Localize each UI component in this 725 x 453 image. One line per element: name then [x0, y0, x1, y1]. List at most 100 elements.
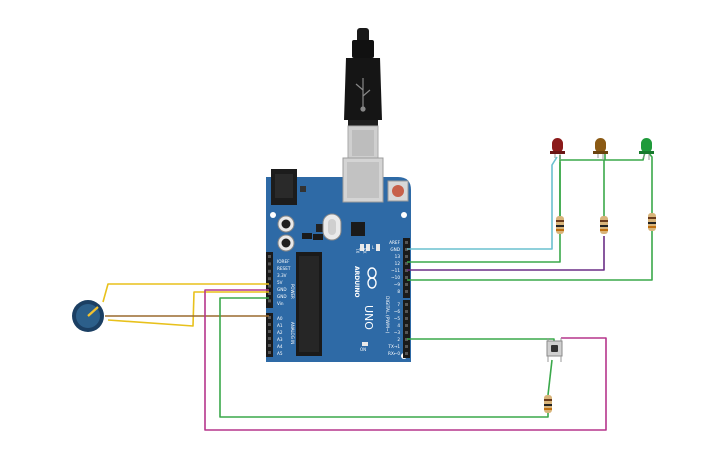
red-led[interactable] [550, 138, 565, 160]
header-pin[interactable] [268, 323, 271, 326]
wire-green-d2[interactable] [407, 338, 555, 345]
header-pin[interactable] [405, 324, 408, 327]
pin-label: 5V [277, 280, 283, 285]
arduino-logo-icon [367, 267, 377, 289]
potentiometer[interactable] [72, 300, 104, 332]
header-pin[interactable] [405, 290, 408, 293]
arduino-uno-board: TX RX L ON ARDUINO UNO DIGITAL (PWM~) PO… [266, 157, 411, 362]
resistor[interactable] [556, 216, 564, 234]
header-pin[interactable] [268, 337, 271, 340]
pin-label: 3.3V [277, 273, 287, 278]
wire-yellow-pot-5v[interactable] [102, 283, 269, 303]
resistor[interactable] [544, 395, 552, 413]
header-pin[interactable] [405, 345, 408, 348]
pin-label: 8 [397, 289, 400, 294]
wire-cyan-led-red[interactable] [407, 156, 558, 250]
pin-label: A0 [277, 316, 283, 321]
pin-label: 7 [397, 302, 400, 307]
pin-label: ~3 [394, 330, 401, 335]
pin-label: 4 [397, 323, 400, 328]
pin-label: A2 [277, 330, 283, 335]
pin-label: ~10 [391, 275, 400, 280]
header-pin[interactable] [405, 241, 408, 244]
pin-label: RX←0 [388, 351, 400, 356]
rx-label: RX [362, 248, 367, 254]
header-pin[interactable] [268, 277, 271, 281]
resistor[interactable] [600, 216, 608, 234]
pin-label: IOREF [277, 259, 290, 264]
tx-label: TX [355, 247, 360, 253]
pin-label: ~9 [394, 282, 401, 287]
power-label: POWER [290, 284, 295, 299]
header-pin[interactable] [268, 262, 271, 266]
analog-header [266, 313, 273, 357]
header-pin[interactable] [405, 352, 408, 355]
header-pin[interactable] [405, 331, 408, 334]
wire-green-button-resistor[interactable] [547, 359, 553, 396]
brand-text: ARDUINO [353, 266, 360, 297]
header-pin[interactable] [405, 255, 408, 258]
header-pin[interactable] [268, 292, 271, 295]
header-pin[interactable] [405, 262, 408, 265]
pin-label: Vin [277, 301, 284, 306]
pin-label: AREF [389, 240, 400, 245]
on-label: ON [360, 347, 366, 352]
wires [102, 151, 653, 431]
usb-cable [344, 28, 382, 161]
led-indicator [360, 244, 380, 346]
header-pin[interactable] [405, 317, 408, 320]
pin-label: A5 [277, 351, 283, 356]
header-pin[interactable] [268, 330, 271, 333]
pin-label: A1 [277, 323, 283, 328]
pin-label: ~6 [394, 309, 401, 314]
pin-label: 13 [395, 254, 401, 259]
header-pin[interactable] [268, 299, 271, 303]
header-pin[interactable] [268, 255, 271, 258]
model-text: UNO [362, 305, 375, 330]
amber-led[interactable] [593, 138, 608, 160]
header-pin[interactable] [405, 303, 408, 306]
pin-label: A3 [277, 337, 283, 342]
wire-purple-d11[interactable] [407, 236, 605, 271]
pin-label: RESET [277, 266, 291, 271]
header-pin[interactable] [405, 338, 408, 341]
reset-button[interactable] [392, 185, 404, 197]
header-pin[interactable] [405, 276, 408, 279]
pin-label: 2 [397, 337, 400, 342]
pin-label: GND [277, 294, 287, 299]
wire-green-d10[interactable] [407, 231, 653, 281]
pin-label: TX→1 [387, 344, 400, 349]
digital-header-bottom [403, 300, 410, 358]
resistor[interactable] [648, 213, 656, 231]
usb-icon [355, 78, 371, 112]
pin-label: ~5 [394, 316, 401, 321]
pin-label: A4 [277, 344, 283, 349]
l-label: L [372, 245, 375, 250]
wire-green-d13[interactable] [407, 155, 561, 263]
header-pin[interactable] [268, 269, 271, 273]
header-pin[interactable] [405, 248, 408, 251]
digital-label: DIGITAL (PWM~) [384, 296, 390, 334]
analog-label: ANALOG IN [290, 322, 295, 344]
header-pin[interactable] [405, 310, 408, 313]
digital-header-top [403, 238, 410, 298]
pin-label: GND [277, 287, 287, 292]
header-pin[interactable] [405, 283, 408, 286]
header-pin[interactable] [268, 344, 271, 347]
pin-label: 12 [395, 261, 401, 266]
green-led[interactable] [639, 138, 654, 160]
wire-yellow-pot-gnd[interactable] [107, 291, 269, 327]
pushbutton[interactable] [546, 338, 563, 362]
header-pin[interactable] [268, 351, 271, 354]
mounting-hole [270, 212, 276, 218]
potentiometer-knob-indicator [87, 306, 99, 317]
wire-resistor-green[interactable] [647, 151, 653, 214]
pin-label: GND [390, 247, 400, 252]
mounting-hole [401, 212, 407, 218]
header-pin[interactable] [405, 269, 408, 272]
pin-label: ~11 [391, 268, 400, 273]
header-pin[interactable] [268, 316, 271, 319]
header-pin[interactable] [268, 284, 271, 288]
wire-magenta-5v-button[interactable] [204, 289, 607, 431]
